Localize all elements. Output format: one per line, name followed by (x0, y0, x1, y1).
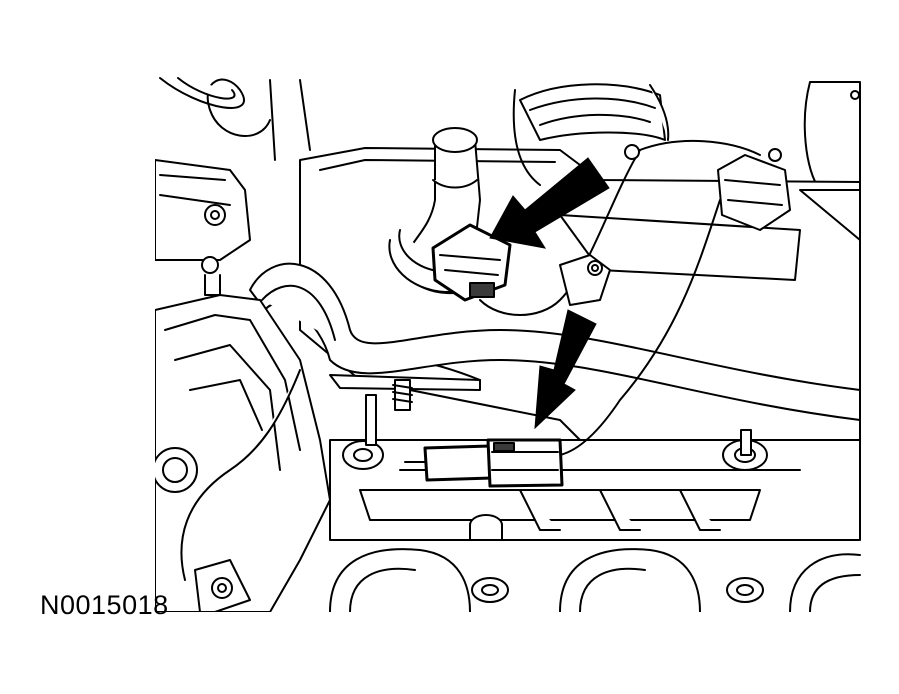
harness-clip (559, 254, 611, 306)
arrow-to-lower-connector-icon (534, 309, 597, 430)
left-bracket (155, 159, 251, 296)
wiring-harness (249, 262, 861, 421)
figure-id-label: N0015018 (40, 590, 169, 620)
intake-duct (519, 81, 861, 201)
arrow-to-upper-connector-icon (489, 157, 610, 249)
intake-runners (329, 548, 861, 612)
upper-hose (159, 77, 311, 161)
lower-connector (423, 438, 564, 488)
lower-left-sensor (180, 369, 301, 612)
lower-left-housing (155, 294, 331, 612)
bracket-plate (559, 189, 861, 281)
right-sensor-connector (624, 144, 791, 231)
upper-connector (431, 223, 512, 302)
fuel-rail (329, 439, 861, 541)
mounting-bolts (342, 379, 768, 603)
